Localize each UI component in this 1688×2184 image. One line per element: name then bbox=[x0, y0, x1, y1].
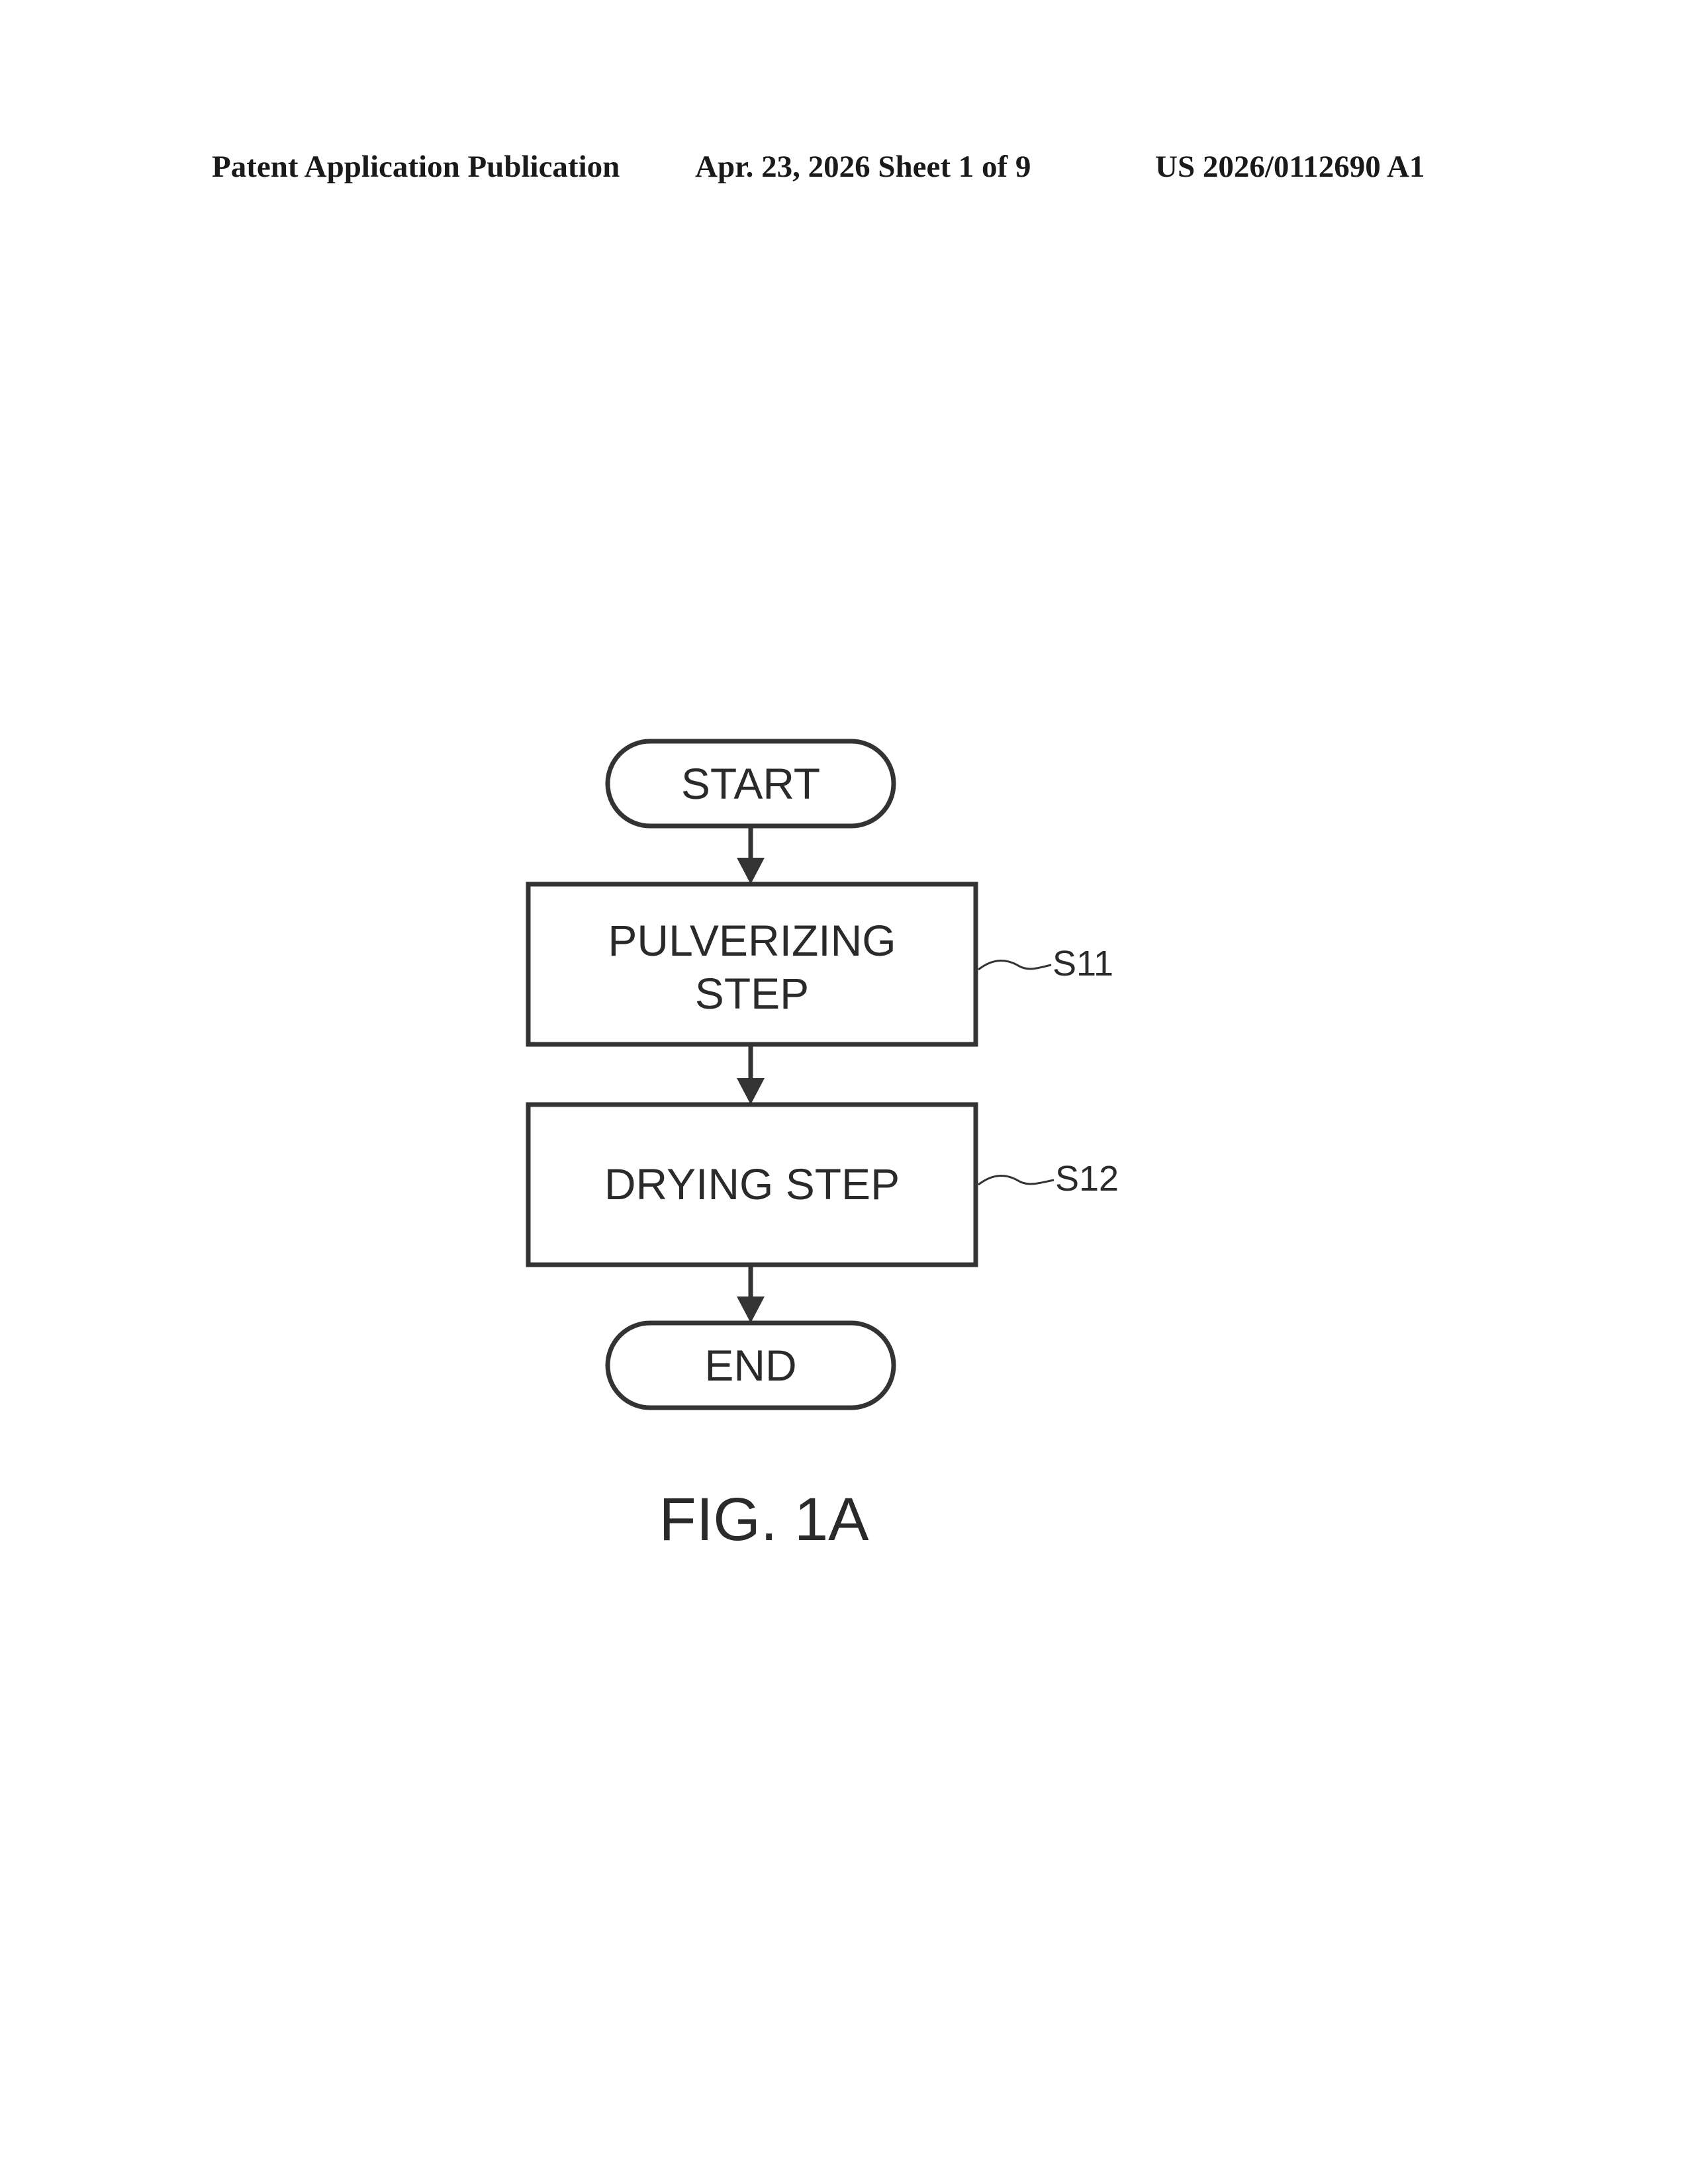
s12-reference: S12 bbox=[1055, 1159, 1119, 1199]
arrow-start-to-s11 bbox=[737, 826, 765, 884]
figure-label: FIG. 1A bbox=[659, 1486, 870, 1553]
s12-leader-line bbox=[978, 1176, 1054, 1185]
pulverizing-step-label-line2: STEP bbox=[695, 969, 809, 1018]
arrow-s11-to-s12 bbox=[737, 1044, 765, 1105]
drying-step-label: DRYING STEP bbox=[604, 1160, 900, 1208]
pulverizing-step-label-line1: PULVERIZING bbox=[608, 916, 896, 965]
arrow-s12-to-end bbox=[737, 1265, 765, 1323]
start-label: START bbox=[681, 759, 820, 808]
end-terminal: END bbox=[608, 1323, 894, 1408]
drying-step-box: DRYING STEP bbox=[528, 1105, 976, 1265]
end-label: END bbox=[704, 1341, 796, 1390]
start-terminal: START bbox=[608, 741, 894, 826]
pulverizing-step-box: PULVERIZING STEP bbox=[528, 884, 976, 1044]
s11-leader-line bbox=[978, 961, 1051, 970]
s11-reference: S11 bbox=[1053, 944, 1113, 983]
